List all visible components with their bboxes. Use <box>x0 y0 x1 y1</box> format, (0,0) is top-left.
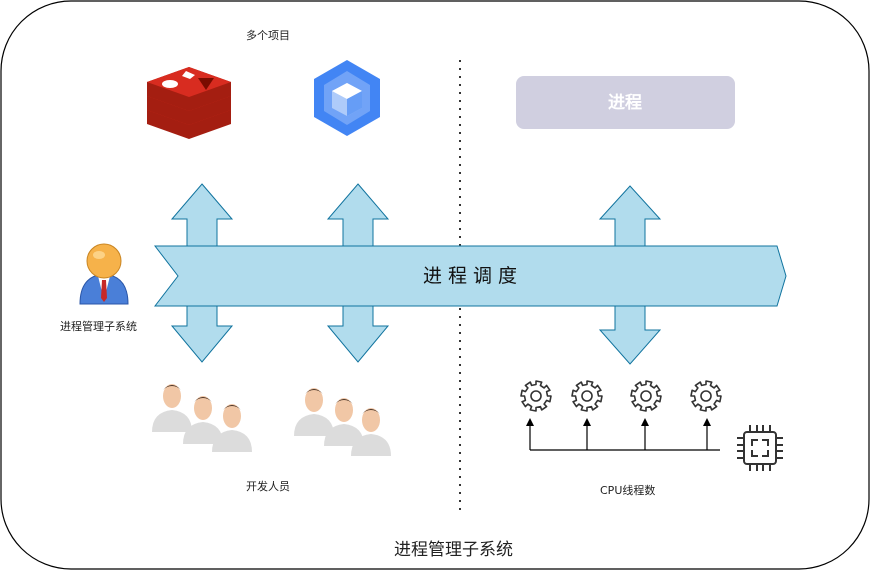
projects-label: 多个项目 <box>246 29 290 42</box>
people-group-icon <box>294 388 391 456</box>
thread-arrowheads <box>526 418 711 426</box>
manager-avatar-icon <box>79 243 129 305</box>
gear-icon <box>520 380 552 412</box>
gear-icon <box>571 380 603 412</box>
gear-icon <box>630 380 662 412</box>
thread-connectors <box>529 424 720 451</box>
scheduler-label: 进 程 调 度 <box>423 265 517 287</box>
cpu-threads-label: CPU线程数 <box>600 484 656 497</box>
cpu-chip-icon <box>737 425 783 471</box>
developers-label: 开发人员 <box>246 480 290 493</box>
cube-hexagon-icon <box>314 60 380 136</box>
page-caption: 进程管理子系统 <box>394 540 513 560</box>
redis-logo-icon <box>147 67 231 139</box>
people-group-icon <box>152 384 252 452</box>
process-box <box>516 76 735 129</box>
process-box-label: 进程 <box>608 93 642 113</box>
scheduler-arrow <box>153 245 787 307</box>
gear-icon <box>690 380 722 412</box>
manager-label: 进程管理子系统 <box>60 320 137 333</box>
